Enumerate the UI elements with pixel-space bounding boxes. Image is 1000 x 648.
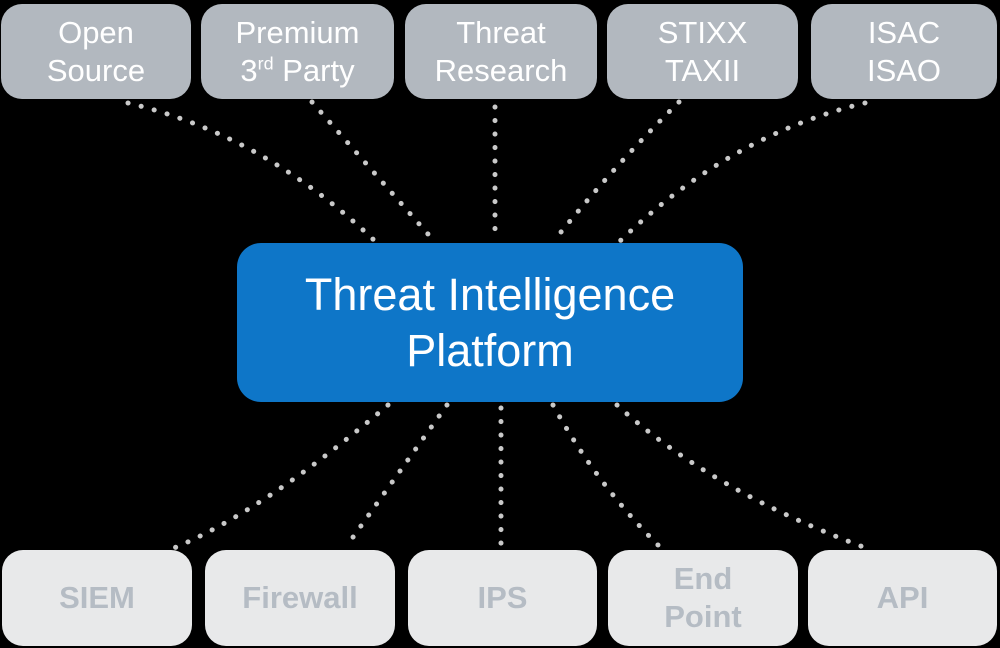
consumer-box-firewall: Firewall [205, 550, 395, 646]
box-label-line: Firewall [242, 580, 358, 615]
box-label-line: End [673, 561, 733, 596]
connector-premium-3rd-party-to-platform [309, 99, 438, 245]
connector-platform-to-firewall [343, 402, 450, 550]
connector-platform-to-siem [171, 402, 391, 551]
box-label-line: Point [664, 599, 742, 634]
connector-platform-to-api [614, 402, 869, 551]
box-label-line: Premium [235, 14, 360, 50]
platform-box: Threat Intelligence Platform [237, 243, 743, 402]
box-label-line: 3rd Party [240, 52, 355, 88]
box-label-line: Research [434, 52, 568, 88]
box-label-line: SIEM [59, 580, 135, 615]
box-label-line: STIXX [657, 14, 748, 50]
box-label-line: TAXII [664, 52, 741, 88]
box-label-line: IPS [477, 580, 528, 615]
connector-isac-isao-to-platform [617, 100, 868, 244]
connector-open-source-to-platform [125, 100, 379, 245]
consumer-box-ips: IPS [408, 550, 597, 646]
box-label-line: ISAO [866, 52, 942, 88]
consumer-box-siem: SIEM [2, 550, 192, 646]
consumer-box-api: API [808, 550, 997, 646]
box-label-line: API [876, 580, 929, 615]
connector-platform-to-end-point [550, 402, 663, 550]
platform-label-line2: Platform [406, 324, 574, 376]
superscript-text: rd [257, 53, 274, 74]
connector-stixx-taxii-to-platform [550, 99, 682, 245]
box-label-line: ISAC [867, 14, 941, 50]
platform-label-line1: Threat Intelligence [304, 268, 676, 320]
box-label-line: Open [58, 14, 134, 50]
box-label-line: Source [46, 52, 146, 88]
box-label-line: Threat [456, 14, 546, 50]
